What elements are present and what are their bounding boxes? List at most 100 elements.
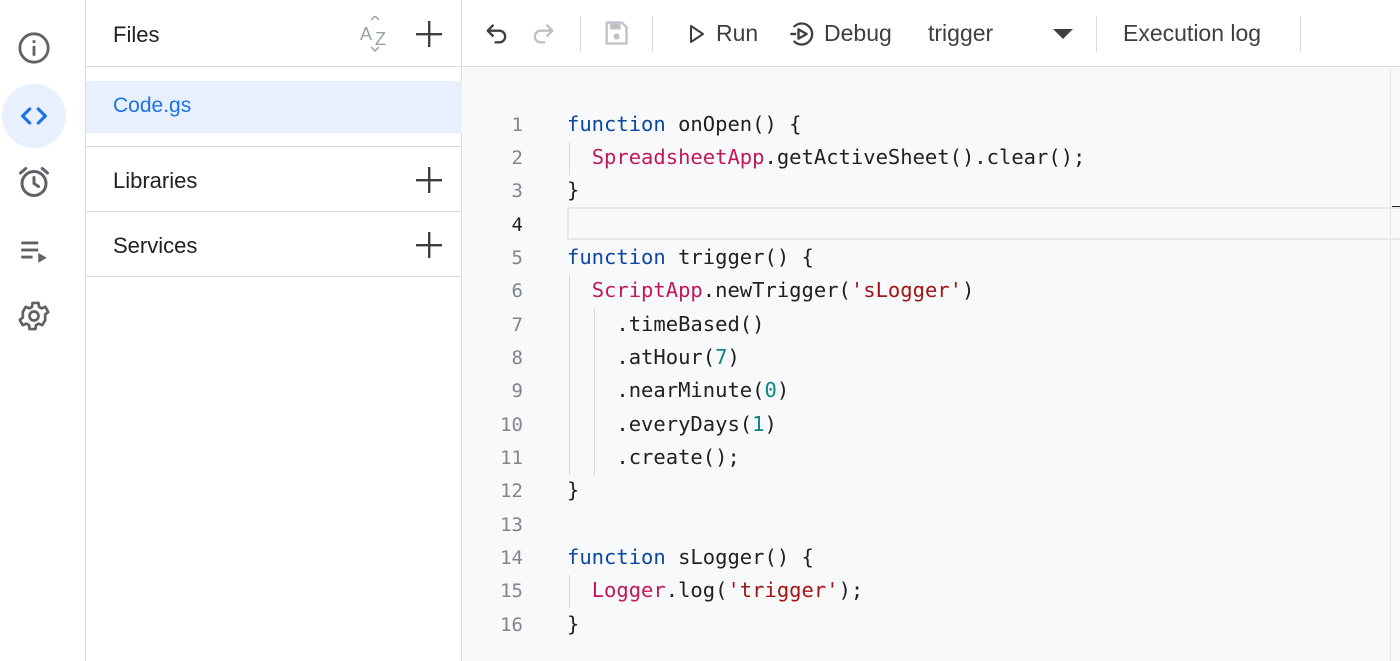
indent-guide — [569, 575, 570, 608]
code-editor[interactable]: 1 function onOpen() { 2 SpreadsheetApp.g… — [463, 68, 1400, 661]
code-text: .timeBased() — [567, 312, 765, 336]
code-line: 13 — [463, 508, 1400, 541]
editor-toolbar: Run Debug trigger Execution log — [462, 0, 1400, 67]
svg-text:A: A — [360, 24, 372, 44]
toolbar-divider — [1300, 16, 1301, 52]
settings-button[interactable] — [2, 284, 66, 348]
gear-icon — [18, 301, 50, 331]
overview-button[interactable] — [2, 16, 66, 80]
line-number: 12 — [500, 480, 523, 502]
code-text: function trigger() { — [567, 245, 814, 269]
indent-guide — [569, 142, 570, 175]
code-line: 16 } — [463, 608, 1400, 641]
line-number: 13 — [500, 514, 523, 536]
code-text: SpreadsheetApp.getActiveSheet().clear(); — [591, 145, 1086, 169]
line-number: 4 — [511, 214, 523, 236]
redo-icon — [533, 24, 554, 44]
add-library-button[interactable] — [413, 164, 445, 196]
code-line: 2 SpreadsheetApp.getActiveSheet().clear(… — [463, 141, 1400, 174]
toolbar-divider — [652, 16, 653, 52]
code-text: } — [567, 612, 580, 636]
indent-guide — [569, 275, 570, 475]
line-number: 9 — [511, 380, 523, 402]
libraries-section: Libraries — [86, 146, 462, 212]
toolbar-divider — [580, 16, 581, 52]
add-file-button[interactable] — [413, 18, 445, 50]
services-section: Services — [86, 212, 462, 277]
current-line-highlight — [567, 207, 1400, 240]
code-line: 7 .timeBased() — [463, 308, 1400, 341]
plus-icon — [416, 232, 442, 258]
debug-label: Debug — [824, 20, 892, 46]
line-number: 3 — [511, 180, 523, 202]
code-text: .nearMinute(0) — [567, 378, 790, 402]
code-icon — [21, 107, 47, 125]
triggers-button[interactable] — [2, 150, 66, 214]
info-icon — [18, 32, 50, 64]
play-icon — [690, 24, 704, 43]
executions-button[interactable] — [2, 218, 66, 282]
dropdown-arrow-icon — [1053, 29, 1073, 39]
code-text: .create(); — [567, 445, 740, 469]
code-line: 14 function sLogger() { — [463, 541, 1400, 574]
files-header: Files A Z — [86, 0, 462, 67]
code-text: function sLogger() { — [567, 545, 814, 569]
execution-log-label: Execution log — [1123, 20, 1262, 46]
line-number: 1 — [511, 114, 523, 136]
sort-az-icon: A Z — [360, 14, 386, 53]
alarm-clock-icon — [19, 167, 49, 197]
line-number: 2 — [511, 147, 523, 169]
line-number: 8 — [511, 347, 523, 369]
save-icon — [605, 21, 628, 45]
function-select[interactable]: trigger — [928, 0, 1078, 67]
code-text: .atHour(7) — [567, 345, 740, 369]
code-line: 3 } — [463, 174, 1400, 207]
left-nav-rail — [0, 0, 86, 661]
add-service-button[interactable] — [413, 229, 445, 261]
editor-scrollbar[interactable] — [1390, 68, 1391, 661]
toolbar-divider — [1096, 16, 1097, 52]
code-text: ScriptApp.newTrigger('sLogger') — [591, 278, 975, 302]
sort-az-button[interactable]: A Z — [358, 14, 394, 53]
line-number: 16 — [500, 614, 523, 636]
file-item-code-gs[interactable]: Code.gs — [86, 81, 462, 133]
line-number: 14 — [500, 547, 523, 569]
code-text: .everyDays(1) — [567, 412, 777, 436]
file-name: Code.gs — [113, 94, 192, 117]
execution-log-button[interactable]: Execution log — [1123, 0, 1261, 67]
plus-icon — [416, 167, 442, 193]
line-number: 5 — [511, 247, 523, 269]
debug-icon — [790, 21, 814, 46]
files-panel: Files A Z Code.gs Libraries — [86, 0, 462, 661]
code-line: 4 — [463, 208, 1400, 241]
undo-button[interactable] — [482, 18, 512, 48]
redo-button[interactable] — [528, 18, 558, 48]
code-line: 12 } — [463, 474, 1400, 507]
code-line: 10 .everyDays(1) — [463, 408, 1400, 441]
code-line: 1 function onOpen() { — [463, 108, 1400, 141]
code-text: function onOpen() { — [567, 112, 802, 136]
line-number: 7 — [511, 314, 523, 336]
line-number: 6 — [511, 280, 523, 302]
code-line: 15 Logger.log('trigger'); — [463, 574, 1400, 607]
save-button[interactable] — [601, 18, 631, 48]
line-number: 10 — [500, 414, 523, 436]
code-line: 8 .atHour(7) — [463, 341, 1400, 374]
plus-icon — [416, 21, 442, 47]
line-number: 11 — [500, 447, 523, 469]
services-title: Services — [113, 233, 198, 258]
code-text: } — [567, 478, 580, 502]
debug-button[interactable]: Debug — [788, 0, 892, 67]
indent-guide — [594, 308, 595, 475]
editor-button[interactable] — [2, 84, 66, 148]
code-line: 9 .nearMinute(0) — [463, 374, 1400, 407]
function-select-value: trigger — [928, 20, 994, 46]
libraries-title: Libraries — [113, 168, 198, 193]
executions-icon — [21, 241, 47, 263]
code-line: 5 function trigger() { — [463, 241, 1400, 274]
undo-icon — [486, 24, 507, 44]
run-button[interactable]: Run — [684, 0, 758, 67]
line-number: 15 — [500, 580, 523, 602]
run-label: Run — [716, 20, 759, 46]
files-title: Files — [113, 22, 160, 47]
